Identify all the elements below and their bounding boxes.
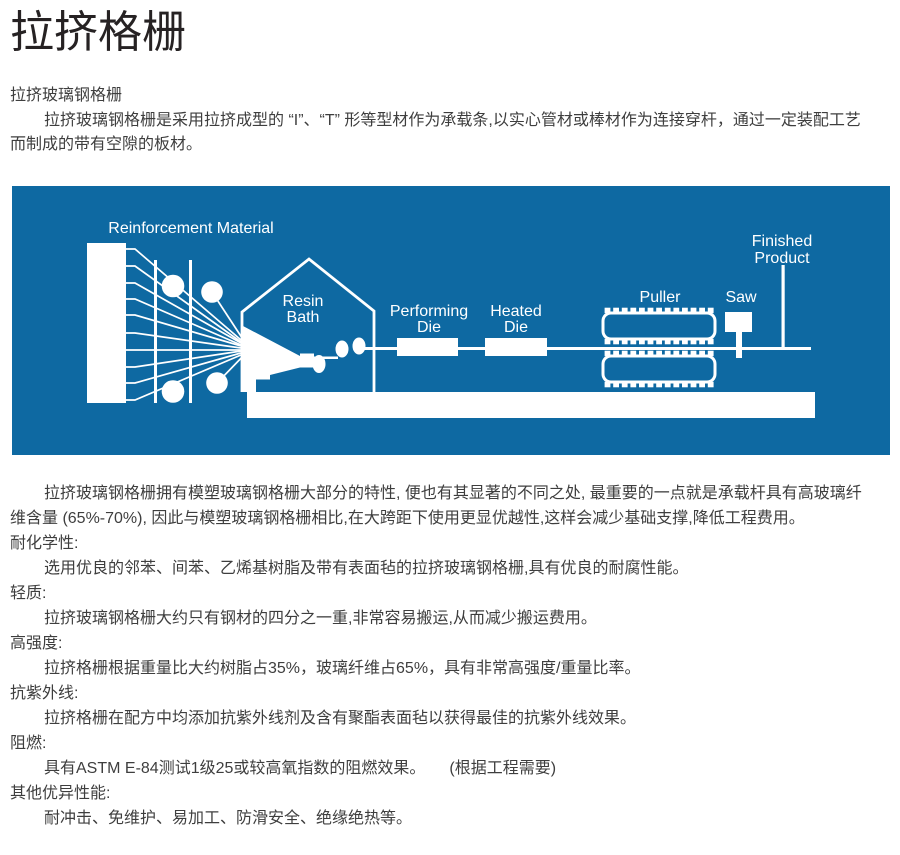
resin-bath-tank bbox=[240, 257, 376, 392]
puller-belts bbox=[601, 307, 717, 388]
finished-product-label: Product bbox=[754, 250, 810, 267]
resin-bath-label: Bath bbox=[287, 309, 320, 326]
props-line: 维含量 (65%-70%), 因此与模塑玻璃钢格栅相比,在大跨距下使用更显优越性… bbox=[10, 510, 805, 527]
performing-die-label: Performing bbox=[390, 303, 468, 320]
finished-product-line bbox=[781, 265, 785, 350]
props-line: 拉挤玻璃钢格栅拥有模塑玻璃钢格栅大部分的特性, 便也有其显著的不同之处, 最重要… bbox=[44, 485, 862, 502]
intro-line: 拉挤玻璃钢格栅是采用拉挤成型的 “I”、“T” 形等型材作为承载条,以实心管材或… bbox=[44, 111, 861, 129]
diagram-labels: Reinforcement Material Resin Bath Perfor… bbox=[108, 220, 812, 336]
intro-line: 而制成的带有空隙的板材。 bbox=[10, 136, 203, 153]
intro-paragraph: 拉挤玻璃钢格栅 拉挤玻璃钢格栅是采用拉挤成型的 “I”、“T” 形等型材作为承载… bbox=[10, 84, 861, 158]
props-line: 耐化学性: bbox=[10, 535, 79, 552]
strand-line bbox=[364, 347, 811, 350]
resin-bath-label: Resin bbox=[283, 293, 324, 310]
finished-product-label: Finished bbox=[752, 233, 812, 250]
pultrusion-process-diagram: Reinforcement Material Resin Bath Perfor… bbox=[12, 186, 890, 455]
props-line: 拉挤格栅在配方中均添加抗紫外线剂及含有聚酯表面毡以获得最佳的抗紫外线效果。 bbox=[44, 710, 637, 727]
guide-roller bbox=[161, 380, 185, 403]
guide-roller bbox=[161, 274, 185, 298]
intro-line: 拉挤玻璃钢格栅 bbox=[10, 87, 123, 104]
process-diagram-svg: Reinforcement Material Resin Bath Perfor… bbox=[12, 186, 890, 455]
props-line: 高强度: bbox=[10, 635, 63, 652]
guide-roller bbox=[201, 281, 223, 303]
props-line: 轻质: bbox=[10, 585, 47, 602]
performing-die bbox=[397, 338, 458, 356]
properties-text: 拉挤玻璃钢格栅拥有模塑玻璃钢格栅大部分的特性, 便也有其显著的不同之处, 最重要… bbox=[10, 481, 862, 831]
props-line: 选用优良的邻苯、间苯、乙烯基树脂及带有表面毡的拉挤玻璃钢格栅,具有优良的耐腐性能… bbox=[44, 560, 689, 577]
diagram-shapes bbox=[87, 243, 815, 418]
guide-roller bbox=[206, 372, 228, 394]
base-platform bbox=[247, 392, 815, 418]
props-line: 抗紫外线: bbox=[10, 685, 79, 702]
props-line: 阻燃: bbox=[10, 735, 47, 752]
squeeze-roller bbox=[335, 340, 349, 358]
guide-plate bbox=[154, 260, 157, 403]
props-line: 耐冲击、免维护、易加工、防滑安全、绝缘绝热等。 bbox=[44, 810, 413, 827]
saw-head bbox=[725, 312, 752, 332]
performing-die-label: Die bbox=[417, 319, 441, 336]
guide-plate bbox=[189, 260, 192, 403]
squeeze-roller bbox=[312, 355, 326, 373]
strand-segment bbox=[314, 356, 338, 359]
puller-label: Puller bbox=[640, 289, 682, 306]
props-line: 其他优异性能: bbox=[10, 785, 111, 802]
props-line: 具有ASTM E-84测试1级25或较高氧指数的阻燃效果。 (根据工程需要) bbox=[44, 760, 557, 777]
props-line: 拉挤格栅根据重量比大约树脂占35%，玻璃纤维占65%，具有非常高强度/重量比率。 bbox=[44, 660, 641, 677]
resin-funnel bbox=[241, 326, 314, 392]
saw-label: Saw bbox=[725, 289, 757, 306]
props-line: 拉挤玻璃钢格栅大约只有钢材的四分之一重,非常容易搬运,从而减少搬运费用。 bbox=[44, 610, 597, 627]
creel-rack bbox=[87, 243, 126, 403]
page-title: 拉挤格栅 bbox=[10, 8, 186, 57]
puller-teeth bbox=[604, 307, 714, 388]
heated-die-label: Die bbox=[504, 319, 528, 336]
reinforcement-material-label: Reinforcement Material bbox=[108, 220, 273, 237]
heated-die bbox=[485, 338, 547, 356]
squeeze-roller bbox=[352, 337, 366, 355]
heated-die-label: Heated bbox=[490, 303, 542, 320]
saw-blade bbox=[736, 332, 742, 358]
